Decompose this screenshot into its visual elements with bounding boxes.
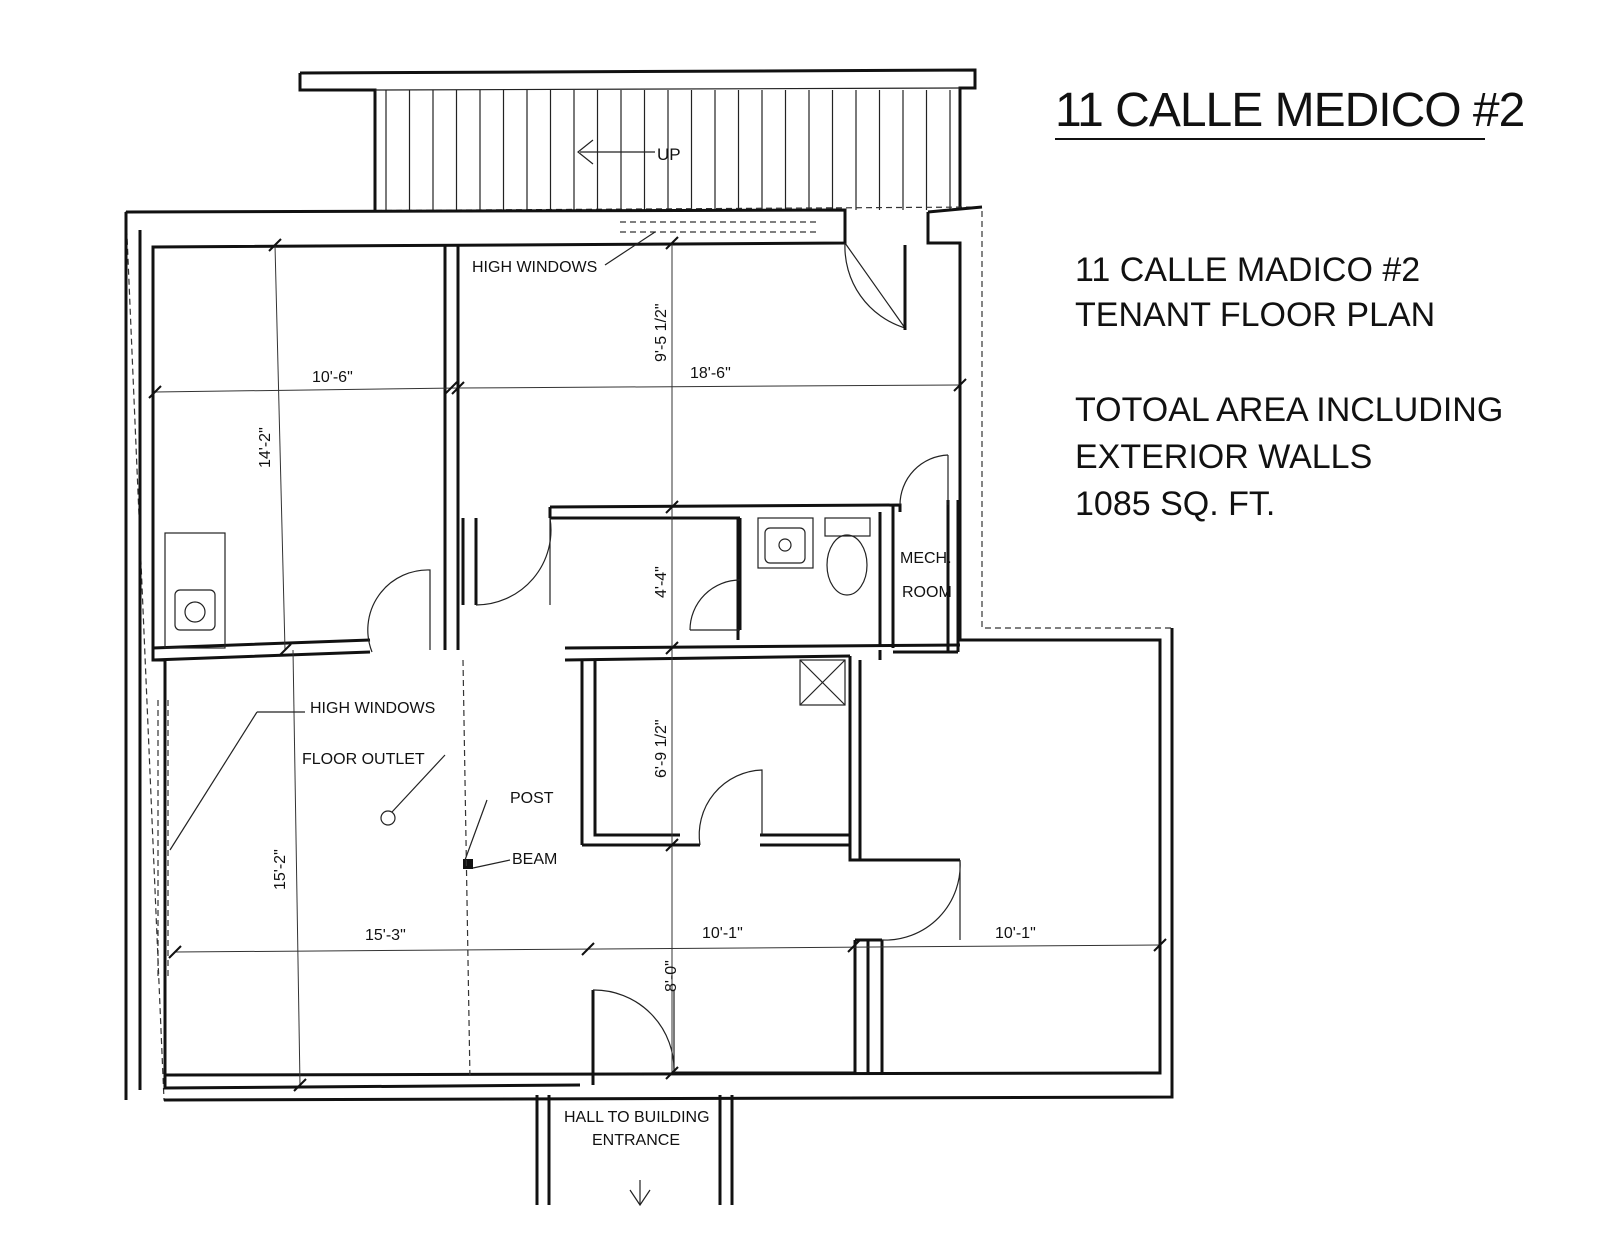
dim-center-width: 10'-1" — [702, 925, 743, 942]
fixtures — [164, 517, 871, 706]
floor-outlet-label: FLOOR OUTLET — [302, 751, 425, 768]
info-area-line2: EXTERIOR WALLS — [1075, 438, 1373, 476]
info-plan-type: TENANT FLOOR PLAN — [1075, 296, 1436, 334]
dim-room1-depth: 14'-2" — [257, 427, 274, 468]
dim-room2-depth: 9'-5 1/2" — [653, 303, 670, 362]
mech-room-label-2: ROOM — [902, 584, 952, 601]
info-area-value: 1085 SQ. FT. — [1075, 485, 1276, 523]
hall — [535, 1095, 734, 1207]
dim-room1-width: 10'-6" — [312, 369, 353, 386]
interior-walls — [152, 245, 961, 1085]
floor-outlet-icon — [380, 810, 396, 826]
doors — [367, 242, 961, 1074]
exterior-walls — [124, 205, 1174, 1102]
dim-room2-width: 18'-6" — [690, 365, 731, 382]
hall-label-1: HALL TO BUILDING — [564, 1109, 710, 1126]
stairs — [298, 68, 977, 210]
hall-label-2: ENTRANCE — [592, 1132, 680, 1149]
high-windows-left-label: HIGH WINDOWS — [310, 700, 435, 717]
page-title: 11 CALLE MEDICO #2 — [1055, 84, 1525, 137]
mech-room-label-1: MECH. — [900, 550, 952, 567]
dim-bath-depth: 6'-9 1/2" — [653, 719, 670, 778]
dim-corridor: 4'-4" — [653, 566, 670, 598]
dim-room3-depth: 15'-2" — [272, 849, 289, 890]
post-icon — [463, 859, 473, 869]
beam-label: BEAM — [512, 851, 557, 868]
top-high-windows — [620, 221, 820, 233]
info-area-line1: TOTOAL AREA INCLUDING — [1075, 391, 1504, 429]
left-high-windows — [157, 700, 169, 980]
high-windows-top-label: HIGH WINDOWS — [472, 259, 597, 276]
post-label: POST — [510, 790, 554, 807]
dim-right-width: 10'-1" — [995, 925, 1036, 942]
dimension-lines — [148, 236, 1167, 1092]
dim-lower-depth: 8'-0" — [663, 960, 680, 992]
title-underline — [1055, 138, 1485, 140]
dim-room3-width: 15'-3" — [365, 927, 406, 944]
stairs-up-label: UP — [657, 145, 681, 164]
info-address: 11 CALLE MADICO #2 — [1075, 251, 1421, 289]
